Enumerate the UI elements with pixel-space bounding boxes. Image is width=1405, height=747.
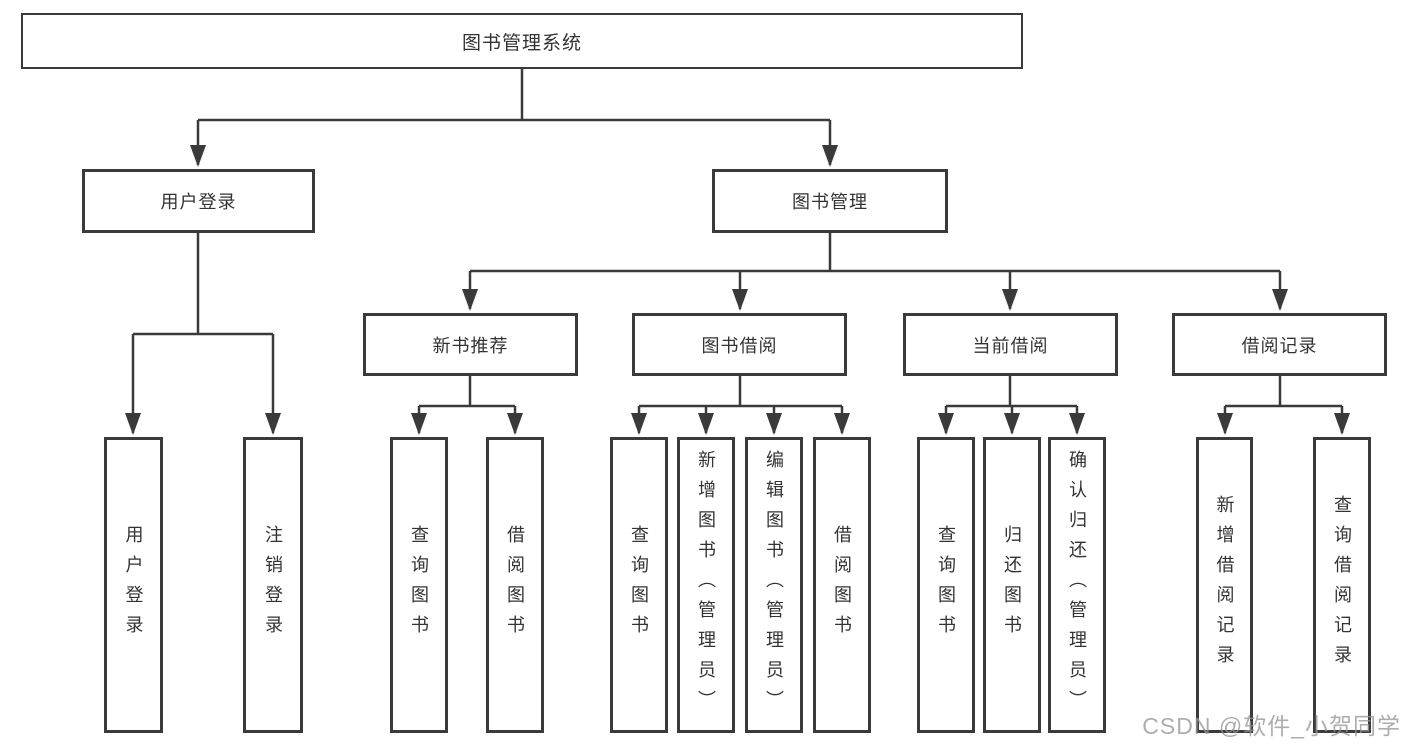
connector-user-login-children [125, 233, 281, 435]
connector-borrowing-records-children [1217, 376, 1350, 435]
connector-new-book-recommendation-children [411, 376, 523, 435]
csdn-watermark: CSDN @软件_小贺同学 [1142, 713, 1401, 739]
leaf-add-book-admin: 新增图书（管理员） [677, 437, 735, 733]
leaf-add-borrow-record: 新增借阅记录 [1196, 437, 1253, 733]
leaf-logout: 注销登录 [243, 437, 303, 733]
leaf-label: 查询图书 [936, 525, 956, 645]
leaf-label: 注销登录 [263, 525, 283, 645]
node-book-system: 图书管理系统 [21, 13, 1023, 69]
leaf-label: 编辑图书（管理员） [764, 450, 784, 720]
leaf-query-books-recommend: 查询图书 [390, 437, 448, 733]
leaf-borrow-books-recommend: 借阅图书 [486, 437, 544, 733]
connector-root-to-level2 [190, 68, 838, 167]
node-book-borrowing: 图书借阅 [632, 313, 847, 376]
leaf-label: 确认归还（管理员） [1067, 450, 1087, 720]
leaf-query-borrow-record: 查询借阅记录 [1313, 437, 1371, 733]
leaf-label: 借阅图书 [832, 525, 852, 645]
leaf-label: 查询图书 [629, 525, 649, 645]
leaf-query-books-borrowing: 查询图书 [610, 437, 668, 733]
node-new-book-recommendation: 新书推荐 [363, 313, 578, 376]
node-borrowing-records: 借阅记录 [1172, 313, 1387, 376]
leaf-return-book: 归还图书 [983, 437, 1041, 733]
leaf-borrow-books-borrowing: 借阅图书 [813, 437, 871, 733]
leaf-label: 归还图书 [1002, 525, 1022, 645]
leaf-user-login: 用户登录 [104, 437, 163, 733]
leaf-label: 查询借阅记录 [1332, 495, 1352, 675]
leaf-label: 查询图书 [409, 525, 429, 645]
leaf-edit-book-admin: 编辑图书（管理员） [745, 437, 803, 733]
connector-current-borrowing-children [938, 376, 1085, 435]
node-current-borrowing: 当前借阅 [903, 313, 1118, 376]
leaf-query-books-current: 查询图书 [917, 437, 975, 733]
node-book-management: 图书管理 [712, 169, 948, 233]
leaf-label: 新增借阅记录 [1214, 495, 1235, 675]
connector-book-borrowing-children [631, 376, 850, 435]
leaf-label: 借阅图书 [505, 525, 525, 645]
leaf-confirm-return-admin: 确认归还（管理员） [1048, 437, 1106, 733]
leaf-label: 新增图书（管理员） [696, 450, 716, 720]
node-user-login: 用户登录 [82, 169, 315, 233]
connector-book-management-children [462, 233, 1288, 311]
leaf-label: 用户登录 [123, 525, 144, 645]
